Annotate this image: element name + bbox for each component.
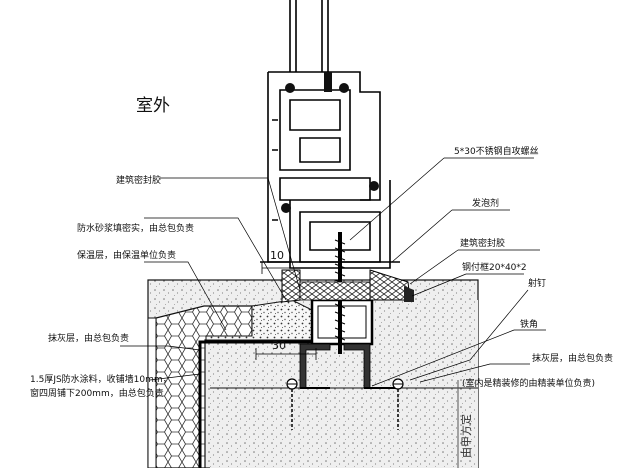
outer-plaster-strip [147, 317, 157, 468]
label-coating-2: 窗四周铺下200mm，由总包负责 [30, 387, 164, 399]
label-angle-iron: 铁角 [520, 318, 538, 330]
label-dim-30: 30 [272, 339, 286, 352]
window-frame-profile [260, 0, 400, 269]
label-plaster-right-1: 抹灰层，由总包负责 [532, 352, 613, 364]
foam-and-sealant [281, 269, 414, 303]
label-vertical: 由甲方定 [459, 414, 473, 458]
waterproof-mortar [205, 299, 313, 341]
label-plaster-left: 抹灰层，由总包负责 [48, 332, 129, 344]
label-foam: 发泡剂 [472, 197, 499, 209]
waterproof-coating-line [198, 340, 314, 468]
dimension-30 [255, 348, 317, 360]
gasket-details [281, 72, 379, 213]
fasteners [286, 378, 404, 430]
label-dim-10: 10 [270, 249, 284, 262]
label-nail: 射钉 [528, 277, 546, 289]
label-outdoor: 室外 [136, 96, 170, 116]
label-waterproof-mortar: 防水砂浆填密实，由总包负责 [77, 222, 194, 234]
label-sealant-right: 建筑密封胶 [460, 237, 505, 249]
leader-lines [120, 157, 546, 387]
label-sealant-left: 建筑密封胶 [116, 174, 161, 186]
label-coating-1: 1.5厚JS防水涂料，收铺墙10mm， [30, 373, 172, 385]
label-screw: 5*30不锈钢自攻螺丝 [454, 145, 539, 157]
angle-iron-brackets [299, 343, 400, 389]
label-steel-bracket: 钢付框20*40*2 [462, 261, 527, 273]
label-plaster-right-2: (室内是精装修的由精装单位负责) [462, 377, 595, 389]
label-insulation: 保温层，由保温单位负责 [77, 249, 176, 261]
